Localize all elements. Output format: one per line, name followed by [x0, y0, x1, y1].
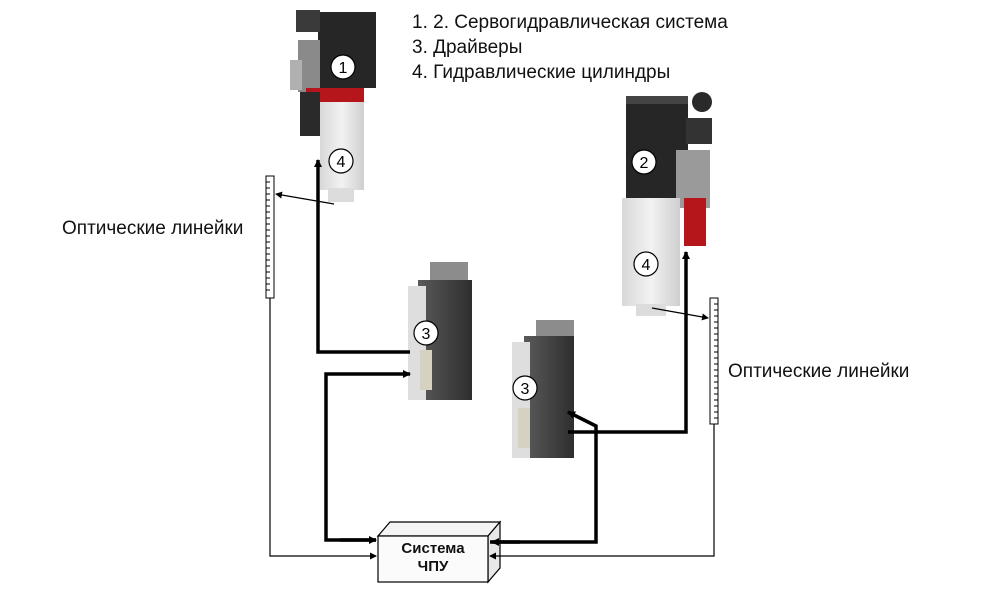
legend-item-drivers: 3. Драйверы: [412, 37, 523, 58]
line-ruler-right-to-cnc: [489, 424, 715, 560]
bold-connections: [314, 159, 690, 546]
ruler-label-right: Оптические линейки: [728, 361, 910, 382]
line-cnc-to-driver2: [490, 410, 598, 544]
servo-unit-right: [622, 92, 712, 316]
legend-item-cylinders: 4. Гидравлические цилиндры: [412, 62, 671, 83]
marker-1-circle: [330, 54, 356, 80]
marker-4-right-circle: [633, 251, 659, 277]
marker-4-left-label: 4: [337, 154, 346, 171]
legend-item-servo: 1. 2. Сервогидравлическая система: [412, 12, 728, 33]
cnc-label-line1: Система: [401, 540, 465, 557]
line-driver2-to-cylinder: [568, 251, 690, 434]
line-ruler-left-to-cnc: [269, 298, 377, 560]
cnc-label: Система ЧПУ: [378, 540, 488, 576]
servo-unit-left: [290, 10, 376, 202]
cnc-box: [376, 520, 502, 584]
optical-ruler-left: [265, 175, 275, 299]
marker-3-first-label: 3: [422, 326, 431, 343]
marker-2-circle: [631, 149, 657, 175]
marker-2-label: 2: [640, 155, 649, 172]
optical-ruler-right: [709, 297, 719, 425]
marker-4-right-label: 4: [642, 257, 651, 274]
line-driver1-to-cylinder: [314, 159, 410, 354]
marker-3-second-circle: [512, 375, 538, 401]
cnc-label-line2: ЧПУ: [417, 558, 449, 575]
line-cylinder-left-to-ruler: [275, 191, 335, 205]
line-cylinder-right-to-ruler: [651, 307, 709, 321]
line-cnc-to-driver1: [324, 370, 411, 542]
marker-3-first-circle: [413, 320, 439, 346]
marker-4-left-circle: [328, 148, 354, 174]
thin-connections: [269, 191, 715, 560]
legend: 1. 2. Сервогидравлическая система 3. Дра…: [412, 10, 728, 85]
marker-1-label: 1: [339, 60, 348, 77]
marker-3-second-label: 3: [521, 381, 530, 398]
ruler-label-left: Оптические линейки: [62, 218, 244, 239]
